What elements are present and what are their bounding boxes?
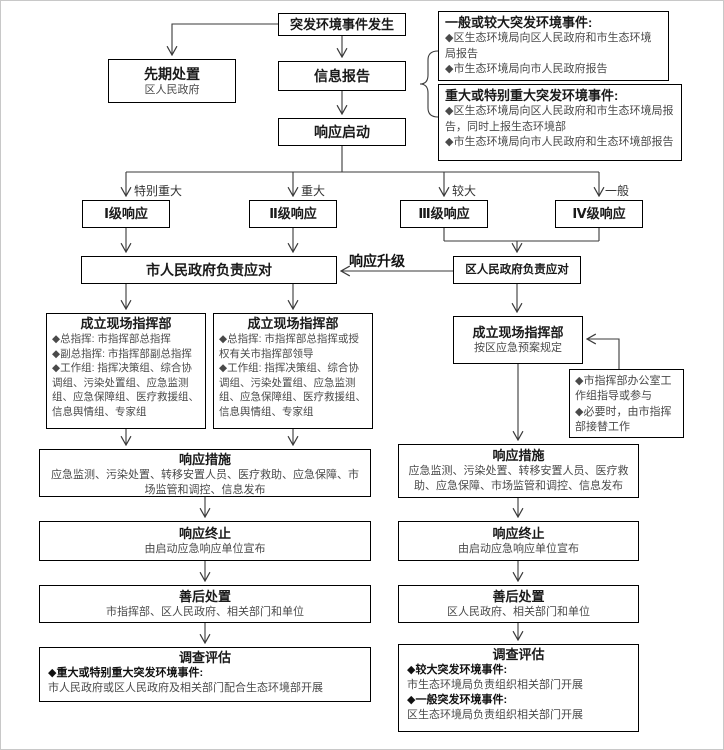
note-general-bullet: ◆区生态环境局向区人民政府和市生态环境局报告 <box>445 32 652 60</box>
evaluation-left-case-text: 市人民政府或区人民政府及相关部门配合生态环境部开展 <box>48 682 323 695</box>
branch-label-major: 重大 <box>301 184 326 198</box>
aftermath-left-subtitle: 市指挥部、区人民政府、相关部门和单位 <box>106 605 304 618</box>
note-general-bullet: ◆市生态环境局向市人民政府报告 <box>445 63 608 76</box>
level-4-response-box: Ⅳ级响应 <box>555 200 643 228</box>
district-hq-subtitle: 按区应急预案规定 <box>474 341 562 354</box>
city-hq-box-2: 成立现场指挥部 ◆总指挥: 市指挥部总指挥或授权有关市指挥部领导 ◆工作组: 指… <box>213 313 373 429</box>
termination-box-right: 响应终止 由启动应急响应单位宣布 <box>398 521 639 561</box>
city-hq-1-bullet: ◆副总指挥: 市指挥部副总指挥 <box>52 347 192 360</box>
note-major-bullet: ◆区生态环境局向区人民政府和市生态环境局报告，同时上报生态环境部 <box>445 105 674 133</box>
incident-box: 突发环境事件发生 <box>278 13 406 36</box>
aftermath-right-title: 善后处置 <box>492 588 545 604</box>
evaluation-right-case1-label: ◆较大突发环境事件: <box>407 664 508 677</box>
branch-label-extra-major: 特别重大 <box>134 184 183 198</box>
note-general-box: 一般或较大突发环境事件: ◆区生态环境局向区人民政府和市生态环境局报告 ◆市生态… <box>438 11 669 81</box>
evaluation-right-case1-text: 市生态环境局负责组织相关部门开展 <box>407 679 583 692</box>
hq-support-note-box: ◆市指挥部办公室工作组指导或参与 ◆必要时，由市指挥部接替工作 <box>569 369 684 438</box>
measures-left-text: 应急监测、污染处置、转移安置人员、医疗救助、应急保障、市场监管和调控、信息发布 <box>51 469 359 496</box>
district-hq-title: 成立现场指挥部 <box>472 324 564 340</box>
aftermath-left-title: 善后处置 <box>178 588 231 604</box>
early-disposal-box: 先期处置 区人民政府 <box>108 59 236 103</box>
measures-left-title: 响应措施 <box>178 452 231 467</box>
evaluation-left-case-label: ◆重大或特别重大突发环境事件: <box>48 667 204 680</box>
evaluation-right-case2-label: ◆一般突发环境事件: <box>407 693 508 706</box>
termination-left-title: 响应终止 <box>178 525 231 541</box>
note-major-bullet: ◆市生态环境局向市人民政府和生态环境部报告 <box>445 136 674 149</box>
response-upgrade-label: 响应升级 <box>349 253 405 269</box>
evaluation-left-title: 调查评估 <box>178 650 231 665</box>
measures-box-left: 响应措施 应急监测、污染处置、转移安置人员、医疗救助、应急保障、市场监管和调控、… <box>39 449 371 497</box>
measures-right-text: 应急监测、污染处置、转移安置人员、医疗救助、应急保障、市场监管和调控、信息发布 <box>408 465 629 492</box>
city-government-response-box: 市人民政府负责应对 <box>81 256 337 284</box>
city-hq-2-title: 成立现场指挥部 <box>247 316 339 331</box>
branch-label-large: 较大 <box>452 184 477 198</box>
level-1-response-box: Ⅰ级响应 <box>82 200 170 228</box>
termination-right-title: 响应终止 <box>492 525 545 541</box>
evaluation-box-left: 调查评估 ◆重大或特别重大突发环境事件: 市人民政府或区人民政府及相关部门配合生… <box>39 647 371 702</box>
city-hq-1-bullet: ◆总指挥: 市指挥部总指挥 <box>52 333 171 346</box>
note-major-title: 重大或特别重大突发环境事件: <box>445 88 619 103</box>
measures-right-title: 响应措施 <box>492 448 545 463</box>
termination-box-left: 响应终止 由启动应急响应单位宣布 <box>39 521 371 561</box>
measures-box-right: 响应措施 应急监测、污染处置、转移安置人员、医疗救助、应急保障、市场监管和调控、… <box>398 444 639 498</box>
evaluation-box-right: 调查评估 ◆较大突发环境事件: 市生态环境局负责组织相关部门开展 ◆一般突发环境… <box>398 644 639 732</box>
hq-support-bullet: ◆必要时，由市指挥部接替工作 <box>575 405 672 434</box>
hq-support-bullet: ◆市指挥部办公室工作组指导或参与 <box>575 375 672 403</box>
aftermath-right-subtitle: 区人民政府、相关部门和单位 <box>447 605 590 618</box>
level-2-response-box: Ⅱ级响应 <box>249 200 337 228</box>
branch-label-general: 一般 <box>605 184 630 198</box>
termination-right-subtitle: 由启动应急响应单位宣布 <box>458 542 579 555</box>
evaluation-right-title: 调查评估 <box>492 647 545 662</box>
evaluation-right-case2-text: 区生态环境局负责组织相关部门开展 <box>407 708 583 721</box>
city-hq-2-bullet: ◆总指挥: 市指挥部总指挥或授权有关市指挥部领导 <box>219 333 359 360</box>
note-major-box: 重大或特别重大突发环境事件: ◆区生态环境局向区人民政府和市生态环境局报告，同时… <box>438 84 682 161</box>
level-3-response-box: Ⅲ级响应 <box>400 200 488 228</box>
note-general-title: 一般或较大突发环境事件: <box>445 15 593 30</box>
city-hq-1-title: 成立现场指挥部 <box>80 316 172 331</box>
early-disposal-title: 先期处置 <box>144 65 200 82</box>
city-hq-2-bullet: ◆工作组: 指挥决策组、综合协调组、污染处置组、应急监测组、应急保障组、医疗救援… <box>219 362 366 418</box>
info-report-box: 信息报告 <box>278 61 406 91</box>
response-start-box: 响应启动 <box>278 118 406 146</box>
termination-left-subtitle: 由启动应急响应单位宣布 <box>144 542 266 555</box>
city-hq-1-bullet: ◆工作组: 指挥决策组、综合协调组、污染处置组、应急监测组、应急保障组、医疗救援… <box>52 362 199 418</box>
early-disposal-subtitle: 区人民政府 <box>144 83 200 96</box>
city-hq-box-1: 成立现场指挥部 ◆总指挥: 市指挥部总指挥 ◆副总指挥: 市指挥部副总指挥 ◆工… <box>46 313 206 429</box>
aftermath-box-left: 善后处置 市指挥部、区人民政府、相关部门和单位 <box>39 585 371 623</box>
aftermath-box-right: 善后处置 区人民政府、相关部门和单位 <box>398 585 639 623</box>
district-government-response-box: 区人民政府负责应对 <box>453 256 581 284</box>
district-hq-box: 成立现场指挥部 按区应急预案规定 <box>453 316 583 364</box>
